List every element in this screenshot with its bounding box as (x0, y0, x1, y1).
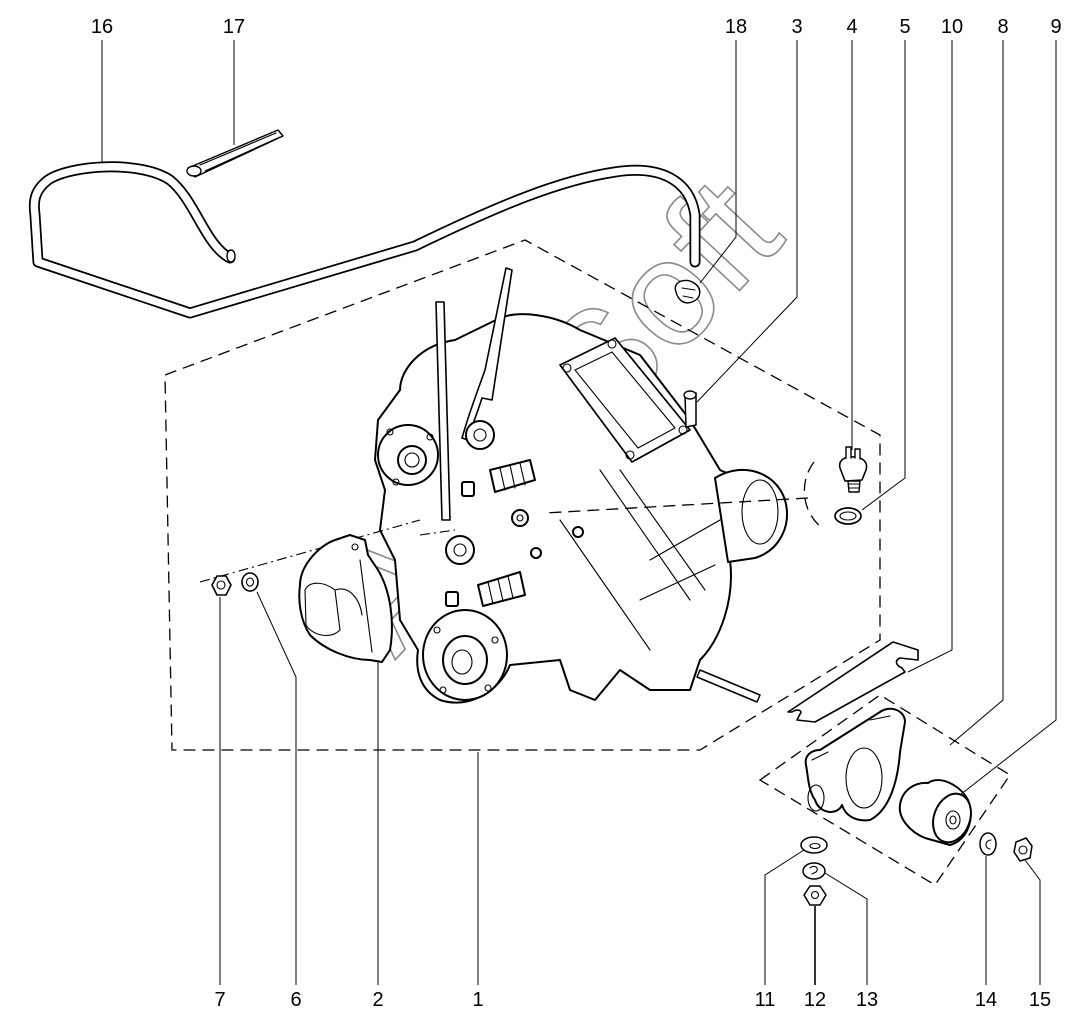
cover-projection-line (199, 519, 421, 583)
callout-18: 18 (725, 16, 747, 38)
callout-12: 12 (804, 989, 826, 1011)
callout-3: 3 (791, 16, 802, 38)
switch-locator-arc (803, 461, 823, 529)
mounting-bracket[interactable] (804, 707, 906, 822)
leader-lines (101, 40, 1057, 985)
mount-group-boundary (758, 694, 1011, 886)
cover-projection-line-inner (419, 529, 456, 536)
callout-11: 11 (755, 989, 776, 1011)
callout-14: 14 (975, 989, 997, 1011)
cover[interactable] (298, 534, 393, 663)
breather[interactable] (683, 390, 697, 428)
callout-6: 6 (290, 989, 301, 1011)
switch-projection-line (544, 497, 809, 514)
cable-tie[interactable] (186, 129, 284, 178)
washer[interactable] (241, 572, 259, 592)
nut[interactable] (803, 885, 827, 906)
nut[interactable] (211, 575, 232, 596)
assembly-boundary (164, 239, 881, 751)
rubber-mount[interactable] (898, 779, 978, 847)
callout-7: 7 (214, 989, 225, 1011)
flat-washer[interactable] (800, 836, 828, 854)
callout-16: 16 (91, 16, 113, 38)
callout-8: 8 (997, 16, 1008, 38)
hose-clip[interactable] (674, 279, 701, 304)
callout-13: 13 (856, 989, 878, 1011)
callout-1: 1 (472, 989, 483, 1011)
callouts-top: 16 17 18 3 4 5 10 8 9 (91, 16, 1062, 38)
nut[interactable] (1013, 837, 1033, 862)
hose[interactable] (28, 161, 701, 319)
callout-4: 4 (846, 16, 857, 38)
callout-10: 10 (941, 16, 963, 38)
shim-plate[interactable] (787, 641, 919, 723)
spring-washer[interactable] (979, 832, 997, 856)
sealing-ring[interactable] (834, 507, 862, 525)
spring-washer[interactable] (802, 862, 826, 880)
callout-15: 15 (1029, 989, 1051, 1011)
callout-5: 5 (899, 16, 910, 38)
callout-9: 9 (1050, 16, 1061, 38)
callouts-bottom: 7 6 2 1 11 12 13 14 15 (214, 989, 1051, 1011)
callout-17: 17 (223, 16, 245, 38)
transfer-case[interactable] (374, 267, 788, 704)
callout-2: 2 (372, 989, 383, 1011)
switch[interactable] (838, 446, 868, 493)
